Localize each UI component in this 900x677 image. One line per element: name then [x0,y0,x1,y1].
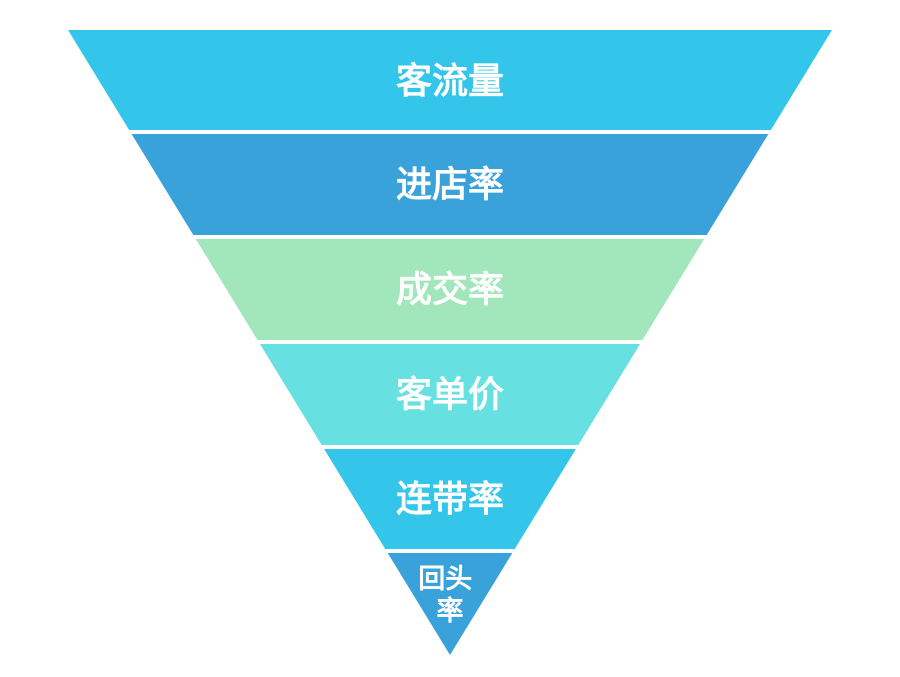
funnel-stage-repeat-rate: 回头 率 [387,553,513,655]
funnel-stage-label: 客流量 [396,61,504,102]
funnel-stage-avg-order-value: 客单价 [259,344,641,445]
funnel-stage-label: 成交率 [396,268,504,310]
funnel-stage-entry-rate: 进店率 [131,134,769,235]
funnel-stage-shape [259,344,641,445]
funnel-stage-shape [195,239,705,340]
funnel-stage-label: 回头 率 [418,564,481,627]
funnel-stage-label: 进店率 [396,164,504,205]
funnel-stage-shape [68,30,832,130]
funnel-stage-shape [324,449,576,549]
funnel-stage-shape [387,553,513,655]
funnel-stage-label: 连带率 [396,479,504,520]
funnel-stage-conversion-rate: 成交率 [195,239,705,340]
funnel-stage-shape [131,134,769,235]
funnel-stage-attach-rate: 连带率 [324,449,576,549]
funnel-stage-label: 客单价 [396,374,504,415]
funnel-stage-traffic: 客流量 [68,30,832,130]
